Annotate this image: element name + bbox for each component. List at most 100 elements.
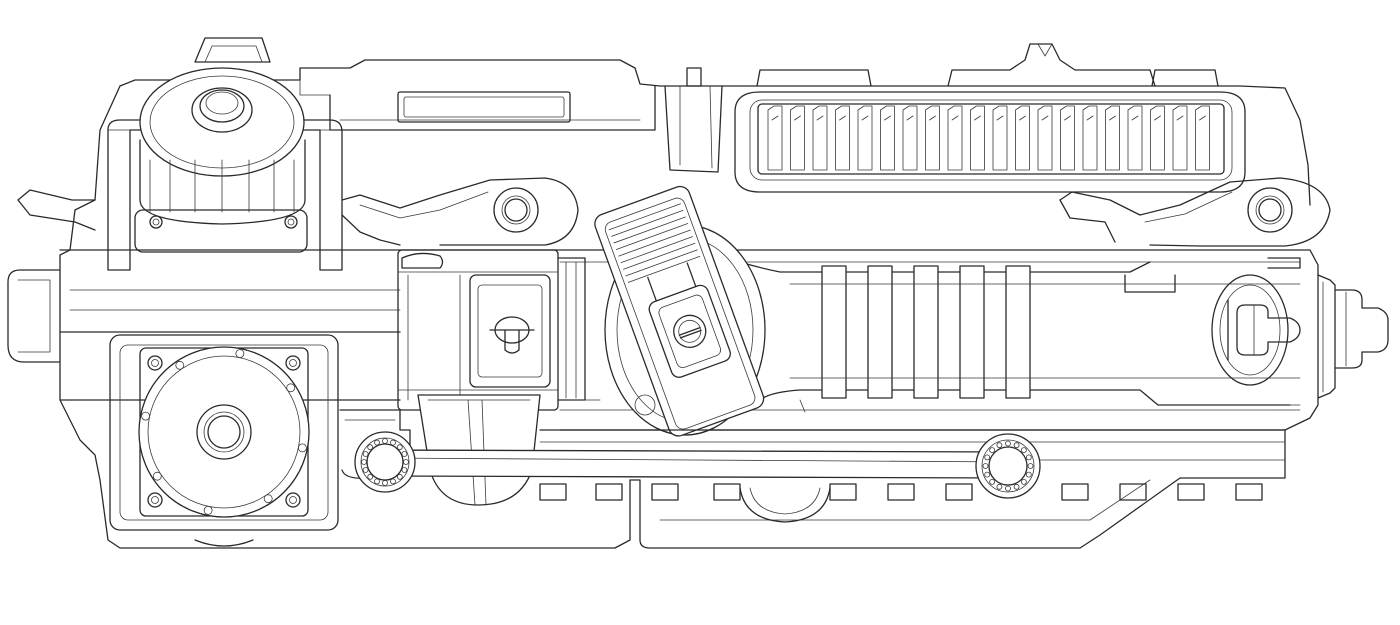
bearing-ball xyxy=(1005,440,1011,447)
bearing-ball xyxy=(401,451,408,457)
grille-slot xyxy=(857,105,873,171)
grille-slot-edge xyxy=(771,115,779,121)
lever-rib xyxy=(613,216,686,244)
clamp-band xyxy=(867,265,893,399)
knob-notches xyxy=(141,349,307,515)
grille-slot-edge xyxy=(1086,115,1094,121)
top-left-rotary-knob xyxy=(107,67,343,271)
right-cam-lever xyxy=(1059,177,1331,247)
rail-tooth xyxy=(595,483,623,501)
bearing-ball xyxy=(382,480,388,486)
lever-grip-ribs xyxy=(608,203,701,283)
grille-slot-edge xyxy=(951,115,959,121)
bearing-ball xyxy=(1021,478,1027,485)
grille-slot xyxy=(835,105,850,171)
bearing-ball xyxy=(390,478,396,485)
bearing-ball xyxy=(361,459,367,465)
rail-tooth xyxy=(713,483,741,501)
knob-notch xyxy=(152,471,162,481)
bearing-ball xyxy=(989,447,995,454)
knob-notch xyxy=(235,349,245,359)
grille-slot-edge xyxy=(1199,115,1206,121)
bearing-ball xyxy=(401,467,408,473)
bearing-ball xyxy=(1025,454,1032,461)
grille-slot xyxy=(947,105,963,171)
grille-slot xyxy=(767,105,783,171)
clamp-band xyxy=(959,265,985,399)
grille-slot-edge xyxy=(906,115,914,121)
knob-notch xyxy=(297,443,307,453)
grille-slot-edge xyxy=(929,115,936,121)
grille-slot xyxy=(1172,105,1188,171)
lever-rib xyxy=(611,209,684,237)
center-valve-block xyxy=(397,249,586,411)
ventilation-grille xyxy=(734,91,1246,193)
knob-ribs xyxy=(149,159,295,213)
clamp-bands xyxy=(821,265,1031,399)
rail-tooth xyxy=(945,483,973,501)
bearing-ball xyxy=(367,444,374,451)
lever-rib xyxy=(623,242,696,270)
grille-slot-edge xyxy=(816,115,824,121)
right-bearing xyxy=(975,433,1041,499)
bearing-ball xyxy=(984,471,991,478)
grille-slot-edge xyxy=(1064,115,1071,121)
bearing-ball xyxy=(382,438,388,444)
bearing-ball xyxy=(996,483,1003,490)
grille-slot xyxy=(970,105,985,171)
lever-rib xyxy=(618,229,691,257)
bearing-ball xyxy=(996,442,1003,449)
grille-slot xyxy=(790,105,805,171)
lever-rib xyxy=(627,256,701,283)
bearing-ball xyxy=(1013,483,1020,490)
clamp-band xyxy=(913,265,939,399)
grille-slot xyxy=(1127,105,1143,171)
grille-slot xyxy=(992,105,1008,171)
grille-slot-edge xyxy=(1176,115,1184,121)
bearing-ball xyxy=(1005,485,1011,492)
grille-slot-edge xyxy=(839,115,846,121)
center-tilted-lever xyxy=(594,185,766,437)
bearing-ball xyxy=(1025,471,1032,478)
bearing-ball xyxy=(390,439,396,446)
bearing-ball xyxy=(984,454,991,461)
grille-slot-edge xyxy=(1109,115,1116,121)
clamp-band-edge xyxy=(913,283,939,379)
rail-tooth xyxy=(829,483,857,501)
rail-tooth xyxy=(651,483,679,501)
clamp-band-edge xyxy=(959,283,985,379)
grille-slot-edge xyxy=(996,115,1004,121)
grille-slot-edge xyxy=(884,115,891,121)
knob-notch xyxy=(203,505,213,515)
bearing-ball xyxy=(396,473,403,480)
left-bearing xyxy=(354,431,416,493)
lower-rail xyxy=(339,394,1286,549)
clamp-band-edge xyxy=(867,283,893,379)
right-fitting xyxy=(1211,274,1301,386)
grille-slot-edge xyxy=(1019,115,1026,121)
grille-slot xyxy=(1195,105,1210,171)
lever-rib xyxy=(608,203,681,231)
bearing-ball xyxy=(1027,463,1034,469)
clamp-band-edge xyxy=(821,283,847,379)
grille-slot xyxy=(1082,105,1098,171)
grille-slot-edge xyxy=(1131,115,1139,121)
rail-teeth xyxy=(539,483,1263,501)
grille-slot-edge xyxy=(1041,115,1049,121)
bearing-ball xyxy=(367,473,374,480)
bearing-ball xyxy=(362,467,369,473)
rail-tooth xyxy=(1119,483,1147,501)
grille-slot-edge xyxy=(794,115,801,121)
rail-tooth xyxy=(1061,483,1089,501)
knob-notch xyxy=(175,360,185,370)
grille-slot xyxy=(812,105,828,171)
lever-rib xyxy=(625,249,698,277)
grille-slot xyxy=(1037,105,1053,171)
bottom-center-bearing xyxy=(739,487,831,523)
rail-tooth xyxy=(1177,483,1205,501)
clamp-band xyxy=(821,265,847,399)
grille-slot xyxy=(1015,105,1030,171)
grille-slot xyxy=(880,105,895,171)
grille-slot xyxy=(1060,105,1075,171)
